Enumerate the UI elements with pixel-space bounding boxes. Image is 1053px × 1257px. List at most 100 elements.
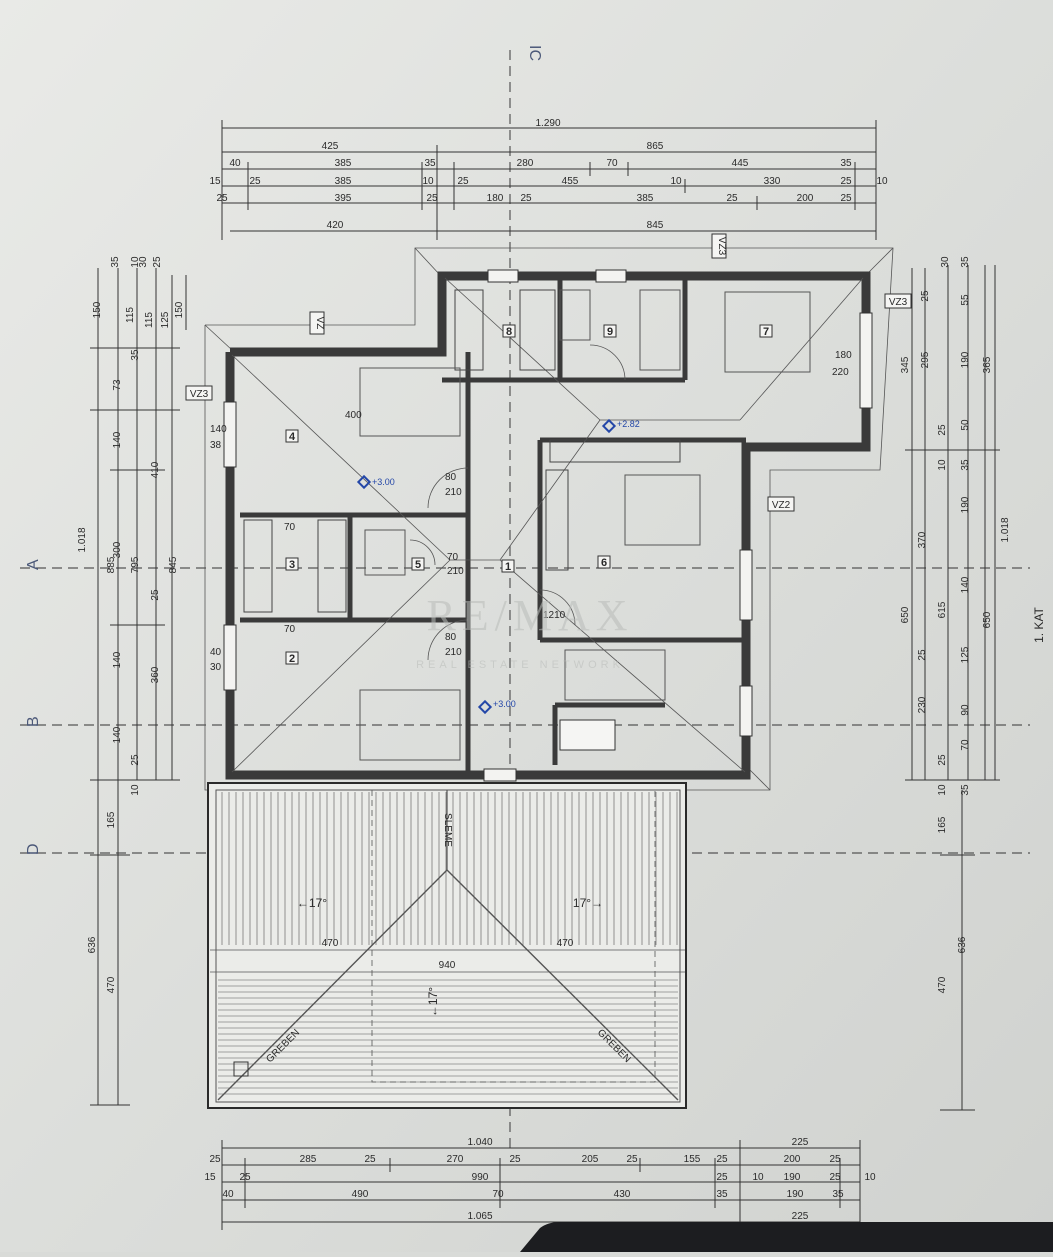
- room-numbers: 1 2 3 4 5 6 7 8 9: [285, 324, 773, 665]
- svg-text:865: 865: [647, 141, 664, 152]
- svg-text:30: 30: [138, 256, 149, 268]
- svg-text:30: 30: [210, 662, 222, 673]
- svg-text:636: 636: [87, 936, 98, 953]
- svg-text:70: 70: [492, 1189, 504, 1200]
- svg-text:15: 15: [204, 1172, 216, 1183]
- svg-text:35: 35: [960, 256, 971, 268]
- svg-text:140: 140: [210, 424, 227, 435]
- left-dimensions: 1.018 636 885 165 470 150 73 140 300 140…: [77, 256, 187, 1106]
- room-3-id: 3: [289, 559, 295, 571]
- svg-text:190: 190: [784, 1172, 801, 1183]
- walls: [225, 271, 871, 780]
- watermark: RE/MAX REAL ESTATE NETWORK: [416, 591, 633, 671]
- svg-text:990: 990: [472, 1172, 489, 1183]
- svg-text:385: 385: [637, 193, 654, 204]
- terrace-roof: ←17° 17°→ ←17° 470 470 940 SLEME GREBEN …: [207, 782, 687, 1109]
- svg-text:25: 25: [249, 176, 261, 187]
- level-markers: +3.00 +3.00 +2.82: [356, 418, 640, 715]
- svg-text:300: 300: [112, 541, 123, 558]
- level-room-9: +2.82: [617, 419, 640, 429]
- svg-text:125: 125: [960, 646, 971, 663]
- svg-text:1.018: 1.018: [1000, 517, 1011, 542]
- svg-text:VZ3: VZ3: [889, 297, 908, 308]
- svg-text:270: 270: [447, 1154, 464, 1165]
- svg-text:385: 385: [335, 176, 352, 187]
- svg-text:35: 35: [716, 1189, 728, 1200]
- svg-text:615: 615: [937, 601, 948, 618]
- svg-text:345: 345: [900, 356, 911, 373]
- svg-text:210: 210: [445, 487, 462, 498]
- axis-label-a: A: [25, 559, 42, 570]
- svg-text:35: 35: [424, 158, 436, 169]
- furniture: [243, 289, 811, 799]
- bottom-dimensions: 1.040 225 25 285 25 270 25 205 25 155 25…: [204, 1137, 876, 1230]
- svg-text:410: 410: [150, 461, 161, 478]
- svg-text:845: 845: [168, 556, 179, 573]
- svg-text:10: 10: [937, 784, 948, 796]
- svg-text:360: 360: [150, 666, 161, 683]
- svg-text:425: 425: [322, 141, 339, 152]
- svg-text:1.290: 1.290: [535, 118, 560, 129]
- svg-text:1.040: 1.040: [467, 1137, 492, 1148]
- svg-text:35: 35: [110, 256, 121, 268]
- svg-text:200: 200: [797, 193, 814, 204]
- svg-text:220: 220: [832, 367, 849, 378]
- svg-text:400: 400: [345, 410, 362, 421]
- room-7-id: 7: [763, 326, 769, 338]
- roof-projection-lines: [231, 277, 864, 773]
- svg-text:10: 10: [670, 176, 682, 187]
- svg-text:25: 25: [937, 424, 948, 436]
- watermark-sub: REAL ESTATE NETWORK: [416, 659, 624, 671]
- svg-text:73: 73: [112, 379, 123, 391]
- svg-text:395: 395: [335, 193, 352, 204]
- svg-text:10: 10: [876, 176, 888, 187]
- svg-text:VZ3: VZ3: [190, 389, 209, 400]
- svg-text:70: 70: [284, 522, 296, 533]
- svg-text:40: 40: [222, 1189, 234, 1200]
- svg-text:25: 25: [937, 754, 948, 766]
- svg-text:490: 490: [352, 1189, 369, 1200]
- room-2-id: 2: [289, 653, 295, 665]
- svg-text:VZ: VZ: [314, 317, 325, 330]
- svg-text:10: 10: [937, 459, 948, 471]
- svg-text:115: 115: [125, 307, 136, 323]
- svg-text:25: 25: [840, 193, 852, 204]
- svg-text:140: 140: [112, 431, 123, 448]
- svg-text:25: 25: [364, 1154, 376, 1165]
- svg-text:795: 795: [130, 556, 141, 573]
- svg-text:70: 70: [284, 624, 296, 635]
- svg-text:VZ3: VZ3: [716, 237, 727, 256]
- svg-text:1210: 1210: [543, 610, 566, 621]
- svg-text:470: 470: [106, 976, 117, 993]
- axis-label-d: D: [25, 843, 42, 855]
- svg-text:35: 35: [960, 459, 971, 471]
- svg-text:35: 35: [130, 349, 141, 361]
- svg-text:330: 330: [764, 176, 781, 187]
- svg-text:140: 140: [112, 651, 123, 668]
- room-9-id: 9: [607, 326, 613, 338]
- svg-text:25: 25: [239, 1172, 251, 1183]
- svg-text:180: 180: [487, 193, 504, 204]
- svg-text:35: 35: [832, 1189, 844, 1200]
- svg-text:165: 165: [106, 811, 117, 828]
- svg-text:55: 55: [960, 294, 971, 306]
- svg-text:636: 636: [957, 936, 968, 953]
- svg-text:455: 455: [562, 176, 579, 187]
- svg-text:80: 80: [445, 472, 457, 483]
- svg-text:430: 430: [614, 1189, 631, 1200]
- svg-text:1.018: 1.018: [77, 527, 88, 552]
- svg-text:1.065: 1.065: [467, 1211, 492, 1222]
- svg-text:210: 210: [445, 647, 462, 658]
- watermark-main: RE/MAX: [426, 591, 633, 640]
- svg-text:370: 370: [917, 531, 928, 548]
- level-room-1: +3.00: [493, 699, 516, 709]
- room-8-id: 8: [506, 326, 512, 338]
- svg-text:25: 25: [520, 193, 532, 204]
- svg-text:200: 200: [784, 1154, 801, 1165]
- svg-text:40: 40: [210, 647, 222, 658]
- svg-text:470: 470: [557, 938, 574, 949]
- svg-text:165: 165: [937, 816, 948, 833]
- svg-text:80: 80: [445, 632, 457, 643]
- svg-text:25: 25: [457, 176, 469, 187]
